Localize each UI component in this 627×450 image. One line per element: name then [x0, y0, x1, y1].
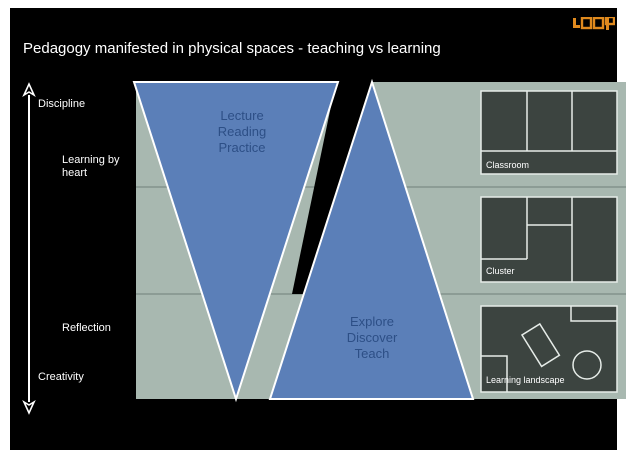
activity-reading: Reading — [217, 124, 267, 139]
cluster-floorplan-icon — [480, 196, 618, 283]
separator-wedge — [292, 82, 372, 294]
activity-practice: Practice — [218, 140, 266, 155]
activity-discover: Discover — [346, 330, 398, 345]
learning-activities: Explore Discover Teach — [317, 314, 427, 362]
loop-logo — [573, 17, 615, 30]
double-arrow-icon — [22, 82, 36, 415]
axis-label-reflection: Reflection — [62, 322, 111, 334]
teaching-triangle — [132, 81, 340, 403]
activity-teach: Teach — [354, 346, 390, 361]
activity-lecture: Lecture — [220, 108, 264, 123]
slide-title: Pedagogy manifested in physical spaces -… — [23, 40, 441, 57]
learning-triangle — [268, 78, 475, 400]
learning-landscape-label: Learning landscape — [486, 375, 565, 385]
classroom-floorplan-icon — [480, 90, 618, 175]
classroom-label: Classroom — [486, 160, 530, 170]
cluster-label: Cluster — [486, 266, 515, 276]
axis-label-discipline: Discipline — [38, 98, 86, 110]
activity-explore: Explore — [349, 314, 395, 329]
landscape-floorplan-icon — [480, 305, 618, 393]
axis-label-learning-by-heart: Learning by heart — [62, 154, 120, 179]
teaching-activities: Lecture Reading Practice — [187, 108, 297, 156]
axis-label-creativity: Creativity — [38, 371, 84, 383]
